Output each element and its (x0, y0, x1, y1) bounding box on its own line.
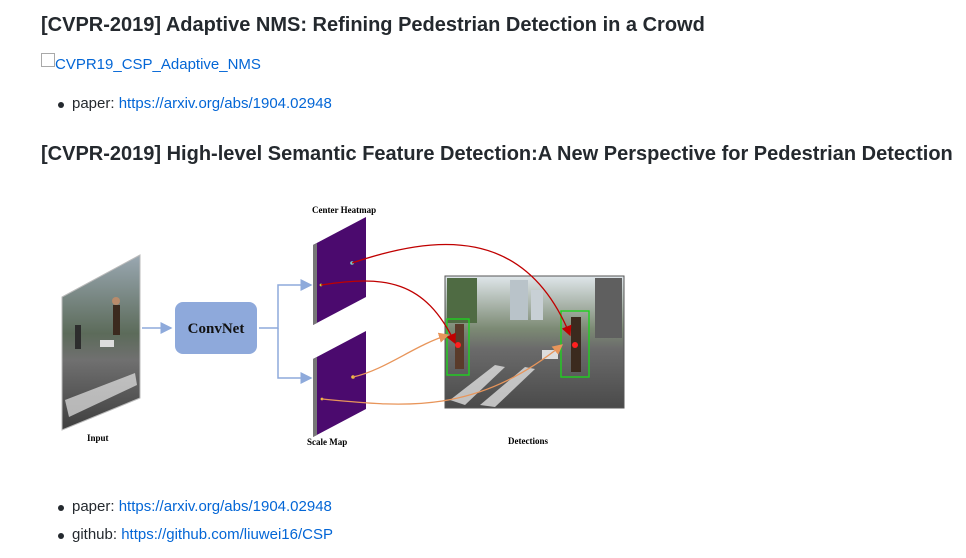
scale-map (313, 331, 366, 437)
detections-image (444, 275, 625, 409)
list-item: paper: https://arxiv.org/abs/1904.02948 (41, 497, 333, 525)
adaptive-nms-links: paper: https://arxiv.org/abs/1904.02948 (41, 94, 332, 122)
center-heatmap (313, 217, 366, 325)
paper-link[interactable]: https://arxiv.org/abs/1904.02948 (118, 95, 332, 112)
csp-links: paper: https://arxiv.org/abs/1904.02948 … (41, 497, 333, 553)
paper-label: paper: (72, 95, 119, 112)
scale-map-label: Scale Map (307, 437, 347, 447)
input-image (61, 254, 141, 431)
paper-label: paper: (72, 498, 119, 515)
list-item: paper: https://arxiv.org/abs/1904.02948 (41, 94, 332, 122)
convnet-block (175, 302, 257, 354)
broken-image-icon (41, 53, 55, 67)
center-heatmap-label: Center Heatmap (312, 205, 376, 215)
github-label: github: (72, 526, 122, 543)
section-heading-adaptive-nms: [CVPR-2019] Adaptive NMS: Refining Pedes… (41, 14, 705, 36)
section-heading-csp: [CVPR-2019] High-level Semantic Feature … (41, 143, 953, 165)
github-link[interactable]: https://github.com/liuwei16/CSP (121, 526, 333, 543)
detections-label: Detections (508, 436, 548, 446)
input-label: Input (87, 433, 109, 443)
csp-diagram: Input ConvNet Center Heatmap (61, 205, 625, 447)
list-item: github: https://github.com/liuwei16/CSP (41, 525, 333, 553)
image-alt-link[interactable]: CVPR19_CSP_Adaptive_NMS (55, 56, 261, 73)
csp-architecture-figure: Input ConvNet Center Heatmap (55, 195, 635, 455)
broken-image[interactable]: CVPR19_CSP_Adaptive_NMS (41, 53, 261, 73)
convnet-label: ConvNet (188, 321, 245, 337)
paper-link[interactable]: https://arxiv.org/abs/1904.02948 (118, 498, 332, 515)
